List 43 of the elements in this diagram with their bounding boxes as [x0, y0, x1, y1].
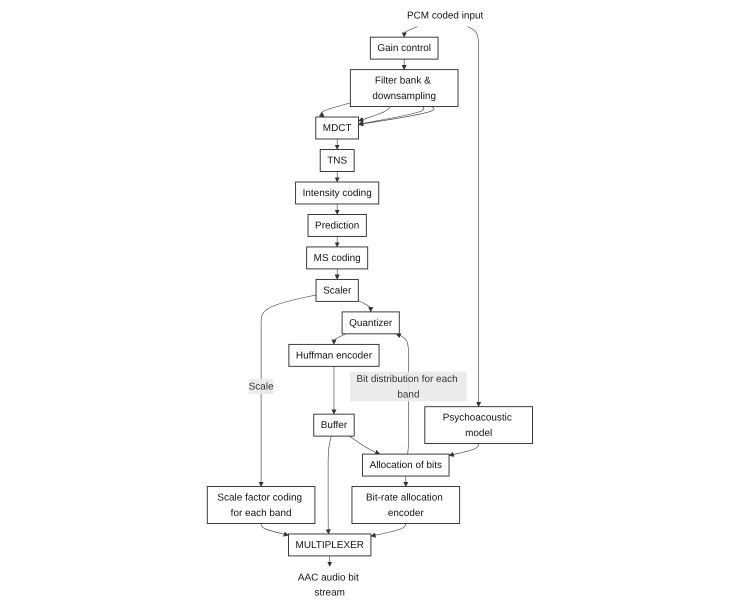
arrow	[334, 268, 340, 280]
node-text: AAC audio bit stream	[298, 572, 358, 598]
arrow	[358, 106, 390, 122]
node-box: MULTIPLEXER	[288, 534, 371, 556]
arrow	[334, 236, 340, 248]
node-box: TNS	[319, 149, 354, 172]
edge-label: Bit distribution for each band	[356, 373, 458, 400]
arrow	[370, 523, 406, 538]
arrow	[358, 106, 434, 126]
arrow	[318, 102, 350, 118]
node-box: Bit-rate allocation encoder	[351, 486, 460, 524]
arrow	[348, 436, 380, 455]
node-box: Psychoacoustic model	[424, 406, 533, 444]
arrow	[326, 556, 332, 567]
arrow	[258, 294, 316, 487]
arrow	[331, 334, 346, 345]
arrow	[334, 171, 340, 182]
arrow	[325, 436, 332, 534]
node-box: Filter bank & downsampling	[350, 69, 458, 107]
edge-label: Scale	[248, 380, 274, 392]
arrow	[260, 523, 288, 537]
arrow	[467, 26, 481, 407]
node-box: Huffman encoder	[288, 344, 380, 367]
arrow	[334, 204, 340, 215]
arrow	[331, 366, 336, 414]
node-box: Quantizer	[341, 311, 400, 334]
node-box: Allocation of bits	[362, 454, 450, 476]
node-box: Scale factor coding for each band	[206, 486, 315, 524]
arrow	[401, 26, 418, 38]
arrow	[402, 476, 408, 487]
node-box: Prediction	[307, 214, 366, 237]
arrow	[448, 443, 479, 457]
node-box: Gain control	[370, 36, 438, 60]
node-box: MDCT	[314, 116, 359, 140]
arrow	[358, 300, 373, 312]
node-box: Scaler	[315, 278, 358, 302]
arrow	[401, 58, 406, 70]
arrow	[358, 106, 424, 126]
node-text: PCM coded input	[406, 10, 483, 22]
node-box: Buffer	[312, 414, 354, 437]
node-box: MS coding	[306, 246, 368, 270]
node-box: Intensity coding	[294, 182, 379, 204]
arrow	[334, 138, 340, 150]
